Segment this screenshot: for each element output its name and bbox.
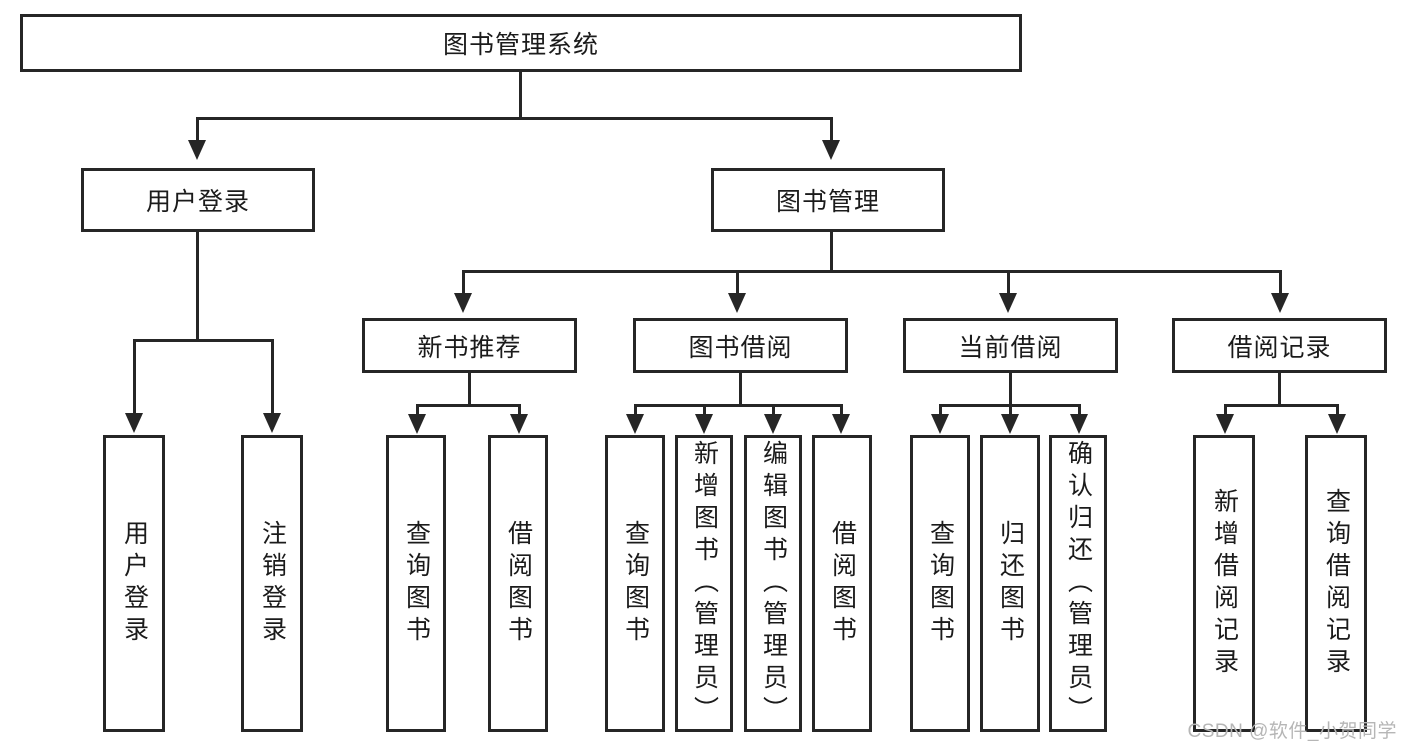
arrowhead-bb-leaf-1 [626,414,644,434]
node-user-login[interactable]: 用户登录 [81,168,315,232]
connector-current-borrow-stem [1009,373,1012,407]
connector-to-borrow-record [1279,270,1282,295]
node-label: 查询图书 [402,519,431,648]
node-label: 新书推荐 [417,333,522,362]
connector-book-borrow-bus [634,404,843,407]
connector-br-leaf-2 [1336,404,1339,416]
connector-user-login-to-leaf-2 [271,339,274,415]
node-label: 图书管理 [775,188,880,216]
leaf-nbr-borrow-book[interactable]: 借阅图书 [488,435,548,732]
leaf-bb-add-book-admin[interactable]: 新增图书（管理员） [675,435,733,732]
connector-cb-leaf-3 [1078,404,1081,416]
leaf-cb-query-book[interactable]: 查询图书 [910,435,970,732]
node-book-management[interactable]: 图书管理 [711,168,945,232]
leaf-user-logout[interactable]: 注销登录 [241,435,303,732]
watermark-text: CSDN @软件_小贺同学 [1187,721,1397,742]
arrowhead-book-borrow [728,293,746,313]
connector-bb-leaf-3 [772,404,775,416]
connector-cb-leaf-2 [1009,404,1012,416]
connector-user-login-to-leaf-1 [133,339,136,415]
connector-borrow-record-stem [1278,373,1281,407]
node-label: 新增图书（管理员） [690,439,719,728]
node-label: 查询借阅记录 [1322,487,1351,680]
connector-new-book-recommend-bus [416,404,521,407]
connector-root-to-user-login [196,117,199,142]
node-label: 归还图书 [996,519,1025,648]
node-new-book-recommend[interactable]: 新书推荐 [362,318,577,373]
arrowhead-current-borrow [999,293,1017,313]
leaf-br-add-record[interactable]: 新增借阅记录 [1193,435,1255,732]
node-label: 当前借阅 [958,333,1063,362]
arrowhead-nbr-leaf-1 [408,414,426,434]
connector-root-bus [196,117,833,120]
arrowhead-new-book-recommend [454,293,472,313]
connector-to-current-borrow [1007,270,1010,295]
node-label: 图书管理系统 [442,31,599,59]
connector-to-book-borrow [736,270,739,295]
connector-book-borrow-stem [739,373,742,407]
connector-root-to-book-management [830,117,833,142]
arrowhead-user-login [188,140,206,160]
leaf-bb-edit-book-admin[interactable]: 编辑图书（管理员） [744,435,802,732]
arrowhead-nbr-leaf-2 [510,414,528,434]
node-label: 新增借阅记录 [1210,487,1239,680]
arrowhead-book-management [822,140,840,160]
arrowhead-bb-leaf-2 [695,414,713,434]
node-label: 编辑图书（管理员） [759,439,788,728]
node-label: 借阅记录 [1227,333,1332,362]
arrowhead-cb-leaf-1 [931,414,949,434]
connector-new-book-recommend-stem [468,373,471,407]
connector-root-stem [519,72,522,117]
connector-bb-leaf-4 [840,404,843,416]
node-borrow-record[interactable]: 借阅记录 [1172,318,1387,373]
connector-br-leaf-1 [1224,404,1227,416]
node-label: 注销登录 [258,519,287,648]
node-label: 确认归还（管理员） [1064,439,1093,728]
node-label: 借阅图书 [828,519,857,648]
leaf-user-login[interactable]: 用户登录 [103,435,165,732]
connector-to-new-book-recommend [462,270,465,295]
leaf-cb-confirm-return-admin[interactable]: 确认归还（管理员） [1049,435,1107,732]
node-label: 用户登录 [120,519,149,648]
node-root-book-management-system[interactable]: 图书管理系统 [20,14,1022,72]
node-label: 用户登录 [145,188,250,216]
leaf-br-query-record[interactable]: 查询借阅记录 [1305,435,1367,732]
connector-borrow-record-bus [1224,404,1338,407]
connector-nbr-leaf-1 [416,404,419,416]
arrowhead-cb-leaf-2 [1001,414,1019,434]
connector-book-management-bus [462,270,1282,273]
connector-user-login-stem [196,232,199,342]
arrowhead-user-login-leaf-2 [263,413,281,433]
connector-bb-leaf-1 [634,404,637,416]
node-label: 借阅图书 [504,519,533,648]
arrowhead-borrow-record [1271,293,1289,313]
node-label: 查询图书 [621,519,650,648]
arrowhead-user-login-leaf-1 [125,413,143,433]
leaf-bb-query-book[interactable]: 查询图书 [605,435,665,732]
arrowhead-br-leaf-2 [1328,414,1346,434]
arrowhead-bb-leaf-4 [832,414,850,434]
node-label: 查询图书 [926,519,955,648]
connector-nbr-leaf-2 [518,404,521,416]
connector-book-management-stem [830,232,833,273]
connector-cb-leaf-1 [939,404,942,416]
leaf-bb-borrow-book[interactable]: 借阅图书 [812,435,872,732]
connector-user-login-bus [133,339,274,342]
leaf-cb-return-book[interactable]: 归还图书 [980,435,1040,732]
arrowhead-cb-leaf-3 [1070,414,1088,434]
node-book-borrow[interactable]: 图书借阅 [633,318,848,373]
arrowhead-bb-leaf-3 [764,414,782,434]
arrowhead-br-leaf-1 [1216,414,1234,434]
leaf-nbr-query-book[interactable]: 查询图书 [386,435,446,732]
node-label: 图书借阅 [688,333,793,362]
node-current-borrow[interactable]: 当前借阅 [903,318,1118,373]
connector-bb-leaf-2 [703,404,706,416]
